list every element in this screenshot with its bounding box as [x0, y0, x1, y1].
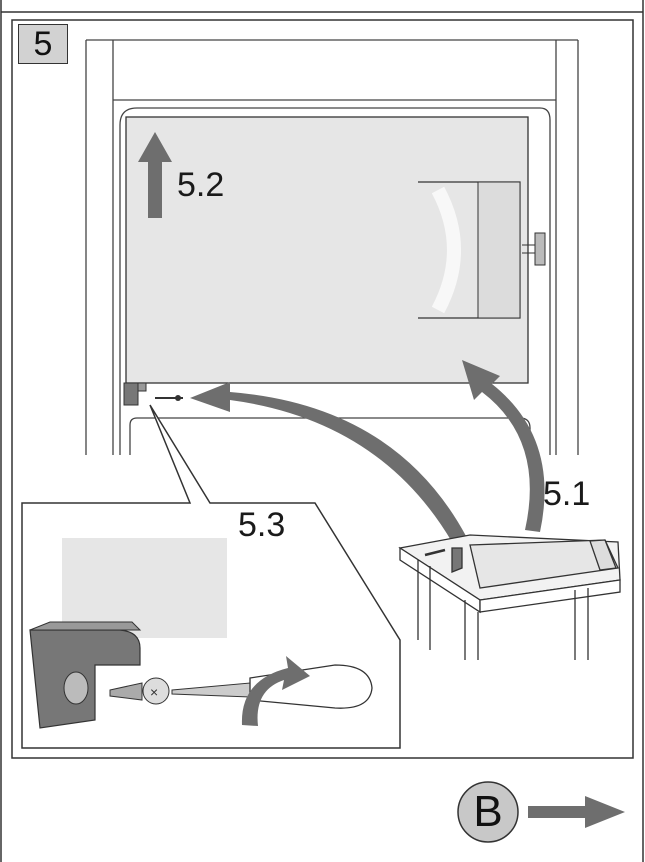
- parts-table: [398, 534, 621, 660]
- right-arrow-icon: [528, 796, 625, 828]
- next-step-circle: [457, 781, 519, 843]
- curved-arrow-left-icon: [190, 382, 466, 542]
- step-5-3-label: 5.3: [238, 506, 286, 544]
- step-number-badge: 5: [18, 24, 68, 64]
- step-5-2-label: 5.2: [177, 166, 225, 204]
- step-frame: [11, 19, 634, 759]
- curved-arrow-up-icon: [462, 360, 545, 532]
- page-border: [0, 12, 644, 862]
- step-5-1-label: 5.1: [543, 475, 591, 513]
- next-step-letter: B: [473, 787, 503, 836]
- appliance-door: [125, 116, 546, 384]
- rotate-arrow-icon: [241, 656, 310, 726]
- detail-callout: ×: [21, 404, 401, 749]
- svg-text:×: ×: [150, 684, 158, 700]
- up-arrow-icon: [138, 132, 172, 218]
- previous-step-frame: [0, 0, 644, 13]
- mounting-bracket: [123, 382, 183, 406]
